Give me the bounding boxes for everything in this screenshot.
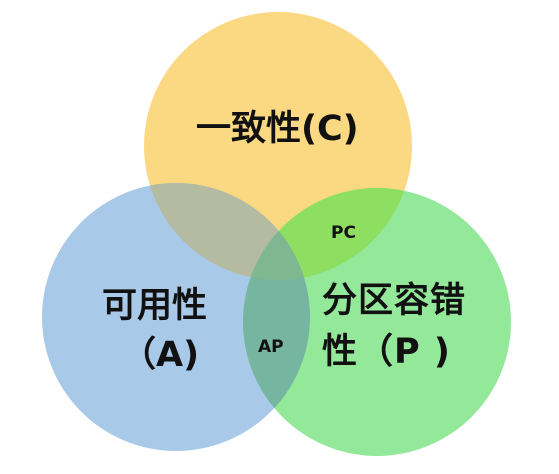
partition-tolerance-label-line-2: 性（P )	[322, 332, 451, 372]
pc-intersection-label: PC	[331, 223, 356, 243]
ap-intersection-label: AP	[258, 337, 284, 357]
consistency-label: 一致性(C)	[196, 109, 359, 149]
partition-tolerance-label-line-1: 分区容错	[322, 281, 467, 321]
region-pc	[243, 188, 412, 280]
availability-label-line-1: 可用性	[102, 286, 208, 326]
region-ca	[144, 183, 310, 280]
availability-label-line-2: （A)	[121, 335, 200, 375]
